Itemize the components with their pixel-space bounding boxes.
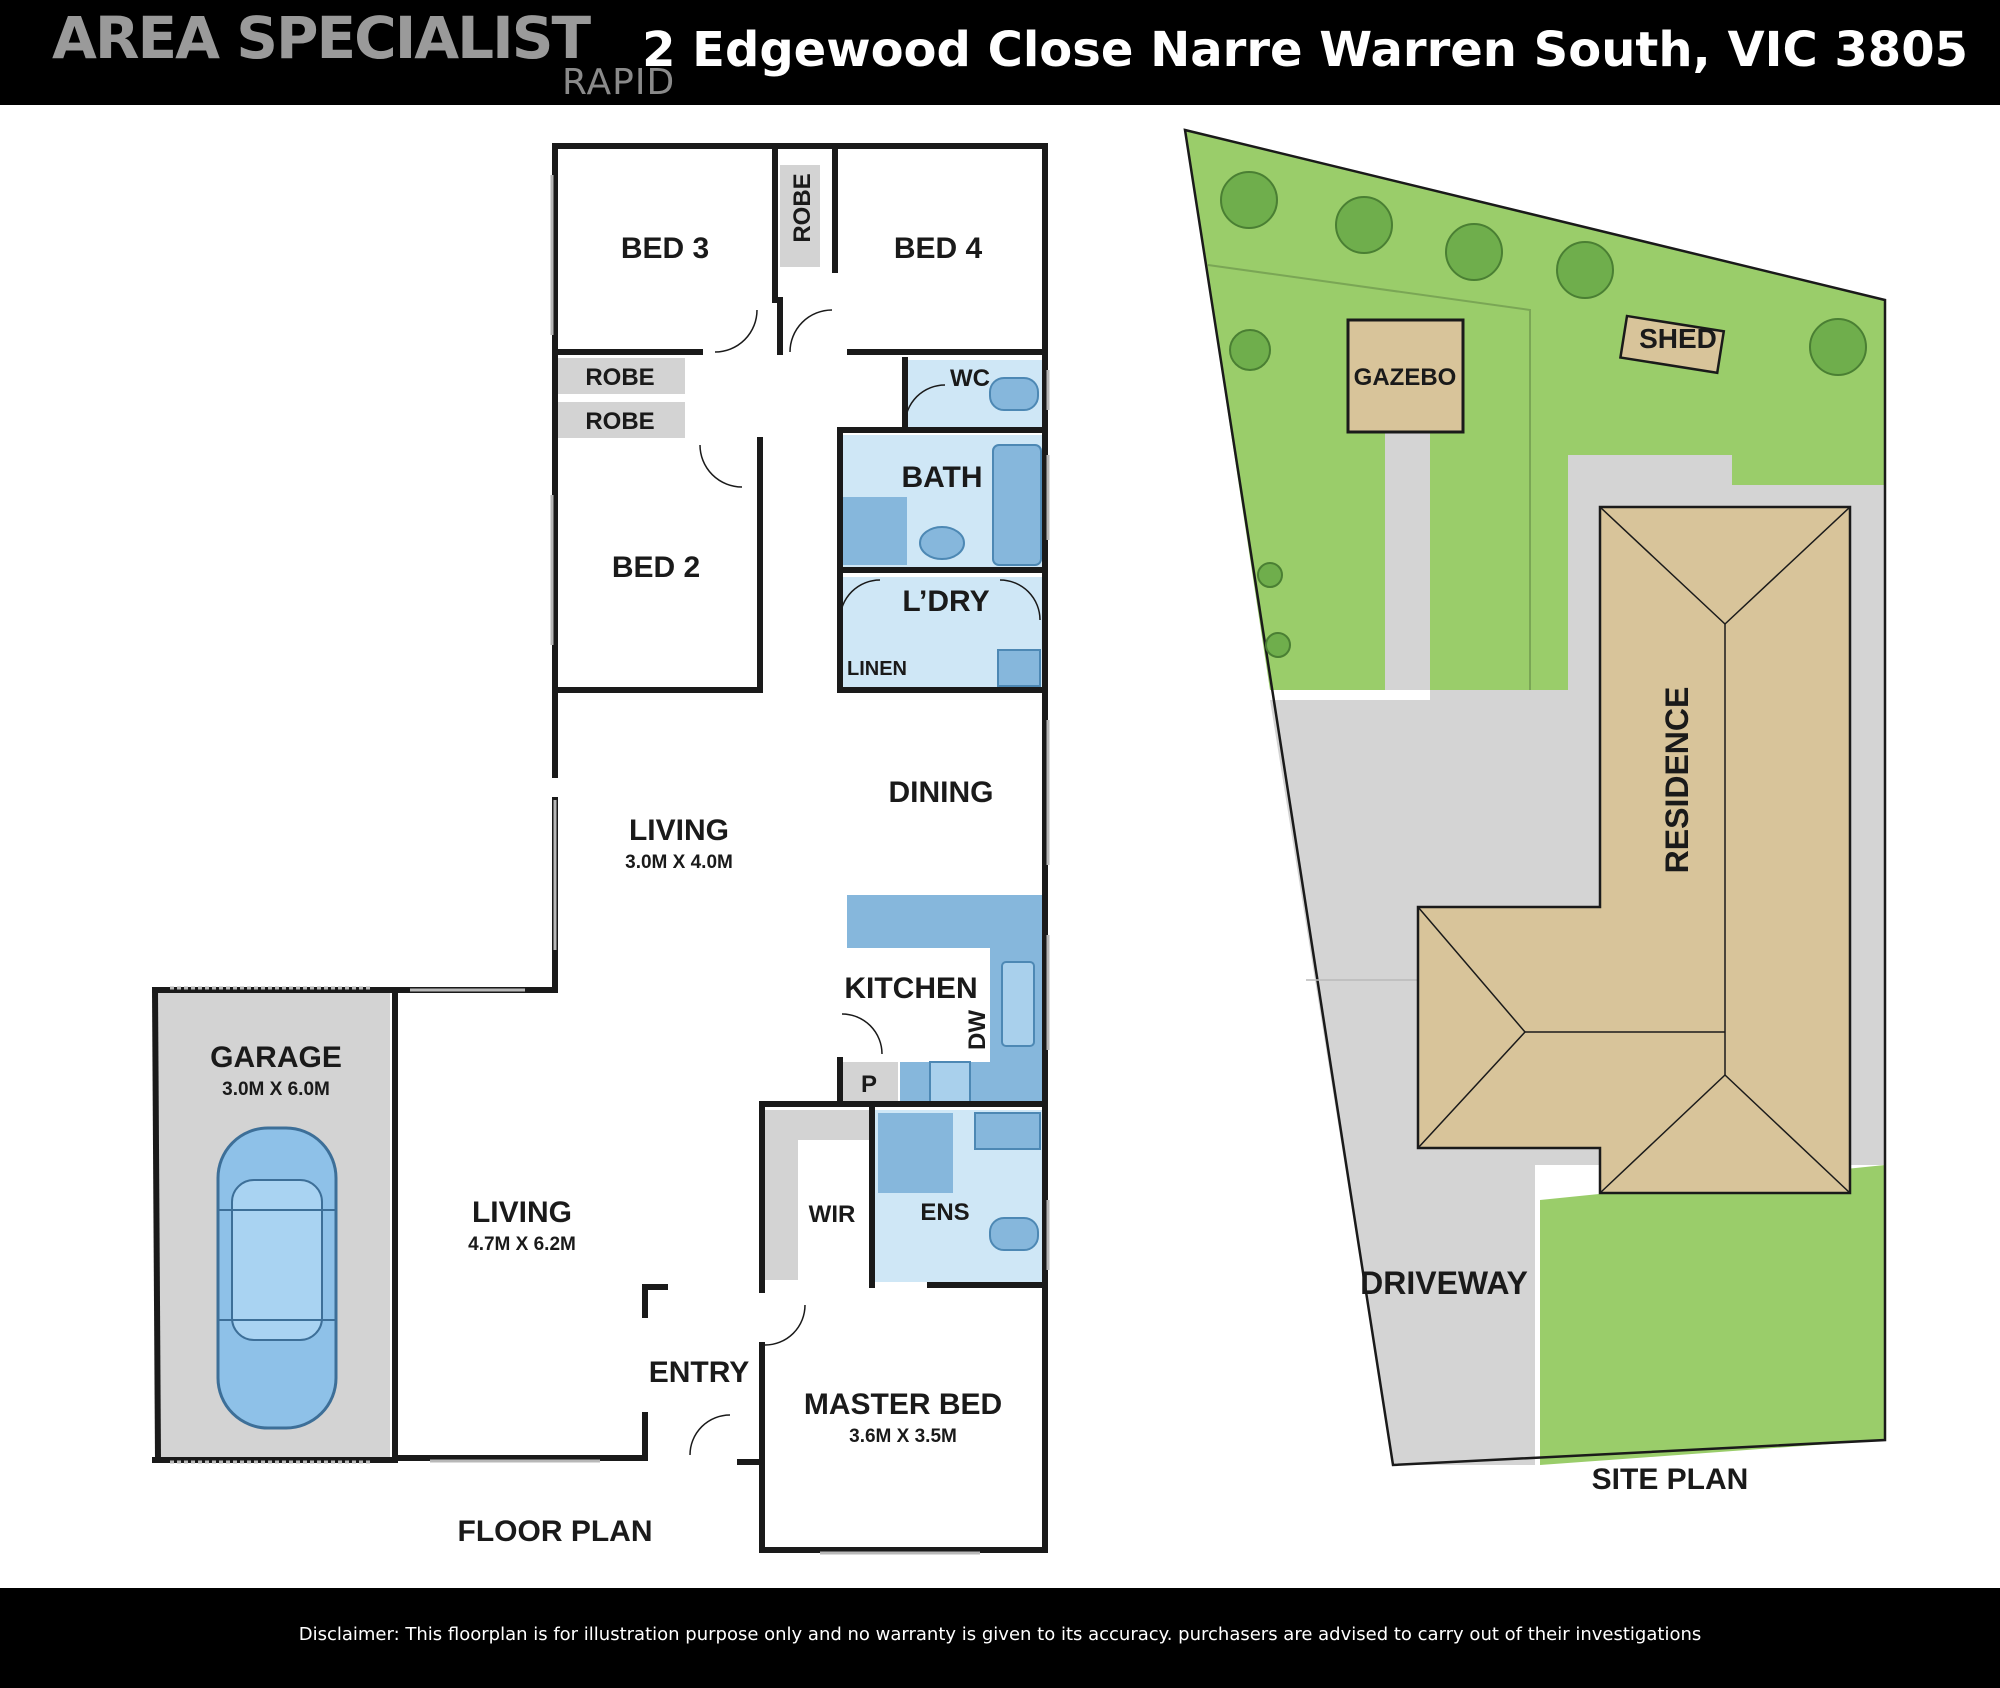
ensuite-label: ENS xyxy=(920,1199,969,1226)
master-bed-dimensions: 3.6M X 3.5M xyxy=(849,1426,957,1447)
bath-label: BATH xyxy=(901,461,982,494)
linen-label: LINEN xyxy=(847,658,907,680)
disclaimer-text: Disclaimer: This floorplan is for illust… xyxy=(298,1624,1702,1645)
doors xyxy=(689,309,1041,1456)
site-fence xyxy=(1207,264,1531,690)
garage-label: GARAGE xyxy=(210,1041,342,1074)
bed2-label: BED 2 xyxy=(612,551,700,584)
windows xyxy=(170,175,1050,1555)
residence-label: RESIDENCE xyxy=(1659,687,1695,874)
dining-label: DINING xyxy=(889,776,994,809)
residence: RESIDENCE xyxy=(1416,505,1852,1195)
brand-logo: AREA SPECIALIST xyxy=(52,4,591,72)
floor-plan: BED 3 BED 4 ROBE ROBE ROBE BED 2 WC BATH… xyxy=(151,143,1050,1555)
plan-canvas: BED 3 BED 4 ROBE ROBE ROBE BED 2 WC BATH… xyxy=(151,128,1887,1555)
laundry-label: L’DRY xyxy=(902,585,989,618)
ensuite-basin xyxy=(974,1112,1041,1150)
gazebo xyxy=(1346,318,1465,434)
floor-plan-title: FLOOR PLAN xyxy=(458,1515,653,1548)
car-icon xyxy=(216,1126,338,1430)
shed-label: SHED xyxy=(1639,323,1717,354)
gazebo-label: GAZEBO xyxy=(1354,364,1457,391)
bed4-label: BED 4 xyxy=(894,232,983,265)
bath-basin xyxy=(919,526,965,560)
pantry-label: P xyxy=(861,1071,877,1098)
robe-bed4-label: ROBE xyxy=(789,173,816,242)
bed3-label: BED 3 xyxy=(621,232,709,265)
robe2-label: ROBE xyxy=(585,408,654,435)
bathtub xyxy=(992,444,1042,566)
wir-fill xyxy=(765,1110,870,1280)
ensuite-shower xyxy=(878,1113,953,1193)
master-bed-label: MASTER BED xyxy=(804,1388,1002,1421)
garage-dimensions: 3.0M X 6.0M xyxy=(222,1079,330,1100)
robe-bed4-fill xyxy=(780,165,820,267)
laundry-tub xyxy=(997,649,1041,687)
ensuite-toilet xyxy=(989,1217,1039,1251)
site-plan: GAZEBO SHED RESIDENCE DRIVEWAY SITE PLAN xyxy=(1183,128,1887,1496)
robe1-fill xyxy=(555,358,685,394)
shed xyxy=(1618,314,1726,375)
entry-label: ENTRY xyxy=(649,1356,750,1389)
living-lower-label: LIVING xyxy=(472,1196,572,1229)
kitchen-sink xyxy=(1001,961,1035,1047)
wc-toilet xyxy=(989,377,1039,411)
shower-bath xyxy=(842,497,907,565)
gazebo-path xyxy=(1385,428,1430,690)
robe1-label: ROBE xyxy=(585,364,654,391)
living-lower-dimensions: 4.7M X 6.2M xyxy=(468,1234,576,1255)
header-bar: AREA SPECIALIST RAPID 2 Edgewood Close N… xyxy=(0,0,2000,105)
site-plan-title: SITE PLAN xyxy=(1592,1463,1749,1496)
living-upper-label: LIVING xyxy=(629,814,729,847)
cooktop xyxy=(929,1061,971,1103)
pantry-fill xyxy=(840,1062,898,1104)
kitchen-bench xyxy=(847,895,1045,1104)
footer-bar: Disclaimer: This floorplan is for illust… xyxy=(0,1588,2000,1688)
site-lawn-front xyxy=(1540,1165,1885,1465)
driveway-label: DRIVEWAY xyxy=(1360,1265,1528,1301)
trees xyxy=(1220,171,1867,658)
site-lawn-rear xyxy=(1185,130,1885,690)
property-address: 2 Edgewood Close Narre Warren South, VIC… xyxy=(642,22,1968,78)
kitchen-label: KITCHEN xyxy=(844,972,977,1005)
dishwasher-label: DW xyxy=(964,1010,991,1050)
site-boundary xyxy=(1183,128,1887,1467)
wir-label: WIR xyxy=(809,1201,856,1228)
brand-logo-sub: RAPID xyxy=(562,62,676,103)
robe2-fill xyxy=(555,402,685,438)
living-upper-dimensions: 3.0M X 4.0M xyxy=(625,852,733,873)
wc-label: WC xyxy=(950,365,990,392)
